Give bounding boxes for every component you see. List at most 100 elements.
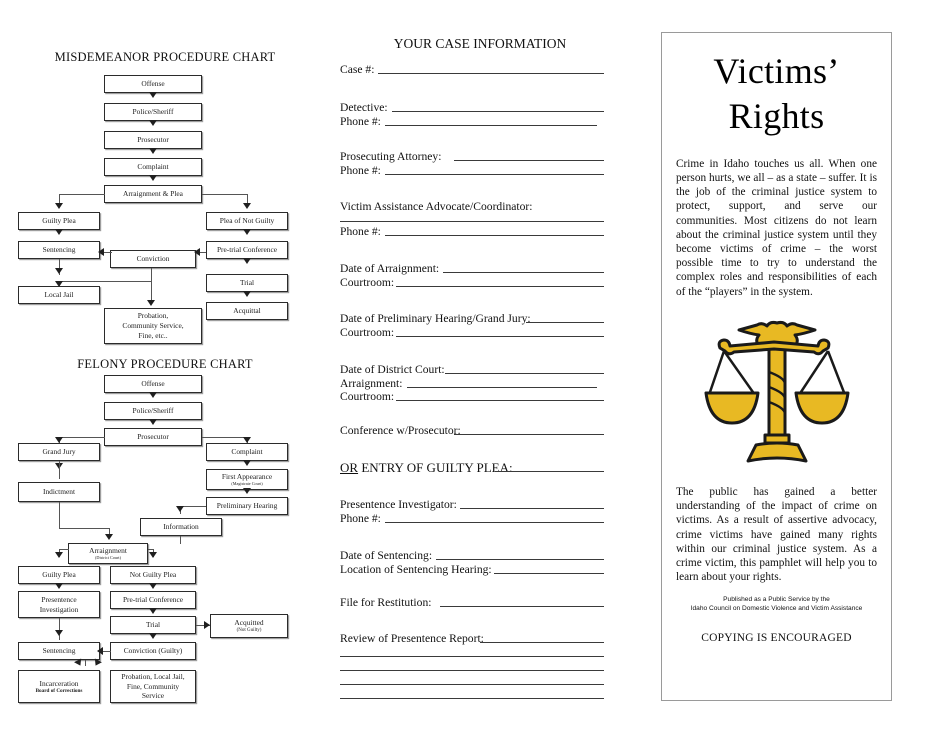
field-blank-line-4[interactable] xyxy=(340,698,604,699)
field-victim-advocate-input[interactable] xyxy=(340,221,604,222)
published-by-line1: Published as a Public Service by the xyxy=(723,596,830,604)
flowbox-f-probation: Probation, Local Jail, Fine, Community S… xyxy=(110,670,196,703)
flowbox-f-first-appearance: First Appearance (Magistrate Court) xyxy=(206,469,288,490)
flowbox-f-acquitted: Acquitted (Not Guilty) xyxy=(210,614,288,638)
copying-encouraged-note: COPYING IS ENCOURAGED xyxy=(701,632,852,645)
flowbox-label: Police/Sheriff xyxy=(132,107,174,117)
flowbox-m-plea-not-guilty: Plea of Not Guilty xyxy=(206,212,288,230)
flowbox-sublabel: Board of Corrections xyxy=(35,687,83,694)
flowbox-label: Conviction (Guilty) xyxy=(123,646,183,656)
felony-chart-title: FELONY PROCEDURE CHART xyxy=(77,357,253,371)
flowbox-f-complaint: Complaint xyxy=(206,443,288,461)
connector-line xyxy=(196,252,206,253)
field-arraignment-courtroom-input[interactable] xyxy=(396,286,604,287)
field-file-restitution-input[interactable] xyxy=(440,606,604,607)
field-date-prelim-input[interactable] xyxy=(526,322,604,323)
connector-line xyxy=(202,437,247,438)
flowbox-label: First Appearance xyxy=(221,472,273,482)
arrow-down-icon xyxy=(243,203,251,209)
field-review-presentence-input[interactable] xyxy=(480,642,604,643)
flowbox-label: Plea of Not Guilty xyxy=(219,216,275,226)
connector-line xyxy=(59,502,60,528)
flowbox-label: Guilty Plea xyxy=(42,216,76,226)
field-district-courtroom-input[interactable] xyxy=(396,400,604,401)
field-detective-input[interactable] xyxy=(392,111,604,112)
field-district-courtroom-label: Courtroom: xyxy=(340,390,395,403)
flowbox-f-preliminary-hearing: Preliminary Hearing xyxy=(206,497,288,515)
flowbox-f-arraignment: Arraignment (District Court) xyxy=(68,543,148,564)
flowbox-f-pretrial: Pre-trial Conference xyxy=(110,591,196,609)
field-prosecutor-phone-label: Phone #: xyxy=(340,164,381,177)
arrow-left-icon xyxy=(98,248,104,256)
connector-line xyxy=(151,268,152,303)
field-date-district-court-input[interactable] xyxy=(445,373,604,374)
or-underlined: OR xyxy=(340,460,359,475)
flowbox-sublabel: (Magistrate Court) xyxy=(231,481,263,487)
field-guilty-plea-entry-input[interactable] xyxy=(495,471,604,472)
arrow-down-icon xyxy=(147,300,155,306)
field-advocate-phone-input[interactable] xyxy=(385,235,604,236)
field-detective-phone-input[interactable] xyxy=(385,125,597,126)
field-case-number-label: Case #: xyxy=(340,63,375,76)
flowbox-label: Probation, Community Service, Fine, etc.… xyxy=(122,311,184,340)
flowbox-label: Guilty Plea xyxy=(42,570,76,580)
flowbox-label: Police/Sheriff xyxy=(132,406,174,416)
field-prosecuting-attorney-input[interactable] xyxy=(454,160,604,161)
flowbox-f-grand-jury: Grand Jury xyxy=(18,443,100,461)
case-information-column: YOUR CASE INFORMATION Case #: Detective:… xyxy=(330,0,650,733)
connector-line xyxy=(59,259,60,275)
flowbox-label: Local Jail xyxy=(44,290,74,300)
arrow-left-icon xyxy=(194,248,200,256)
connector-line xyxy=(196,625,210,626)
flowbox-label: Trial xyxy=(239,278,255,288)
flowbox-label: Information xyxy=(163,522,199,532)
field-victim-advocate-label: Victim Assistance Advocate/Coordinator: xyxy=(340,200,533,213)
flowbox-f-incarceration: Incarceration Board of Corrections xyxy=(18,670,100,703)
field-advocate-phone-label: Phone #: xyxy=(340,225,381,238)
connector-line xyxy=(148,549,153,550)
field-blank-line-3[interactable] xyxy=(340,684,604,685)
field-prelim-courtroom-label: Courtroom: xyxy=(340,326,395,339)
flowbox-f-indictment: Indictment xyxy=(18,482,100,502)
flowbox-f-sentencing: Sentencing xyxy=(18,642,100,660)
field-district-arraignment-input[interactable] xyxy=(407,387,597,388)
scales-of-justice-icon xyxy=(662,317,891,477)
arrow-down-icon xyxy=(149,392,157,398)
field-presentence-investigator-label: Presentence Investigator: xyxy=(340,498,457,511)
flowbox-f-information: Information xyxy=(140,518,222,536)
flowbox-label: Not Guilty Plea xyxy=(129,570,177,580)
flowbox-f-offense: Offense xyxy=(104,375,202,393)
flowbox-label: Complaint xyxy=(231,447,263,457)
flowbox-label: Pre-trial Conference xyxy=(122,595,184,605)
flowbox-m-complaint: Complaint xyxy=(104,158,202,176)
connector-line xyxy=(59,281,151,282)
flowchart-column: MISDEMEANOR PROCEDURE CHART Offense Poli… xyxy=(0,0,330,733)
arrow-down-icon xyxy=(149,608,157,614)
field-investigator-phone-label: Phone #: xyxy=(340,512,381,525)
connector-line xyxy=(104,252,112,253)
flowbox-label: Complaint xyxy=(137,162,169,172)
flowbox-f-police: Police/Sheriff xyxy=(104,402,202,420)
connector-line xyxy=(85,660,86,666)
field-prosecutor-phone-input[interactable] xyxy=(385,174,604,175)
field-case-number-input[interactable] xyxy=(378,73,604,74)
flowbox-label: Trial xyxy=(145,620,161,630)
flowbox-label: Acquitted xyxy=(234,618,264,628)
arrow-down-icon xyxy=(149,175,157,181)
arrow-right-icon xyxy=(204,621,210,629)
field-blank-line-1[interactable] xyxy=(340,656,604,657)
field-prelim-courtroom-input[interactable] xyxy=(396,336,604,337)
field-presentence-investigator-input[interactable] xyxy=(460,508,604,509)
flowbox-m-acquittal: Acquittal xyxy=(206,302,288,320)
field-investigator-phone-input[interactable] xyxy=(385,522,604,523)
field-date-sentencing-input[interactable] xyxy=(436,559,604,560)
flowbox-m-local-jail: Local Jail xyxy=(18,286,100,304)
flowbox-f-trial: Trial xyxy=(110,616,196,634)
field-sentencing-location-input[interactable] xyxy=(494,573,604,574)
field-blank-line-2[interactable] xyxy=(340,670,604,671)
connector-line xyxy=(109,528,110,538)
field-conference-prosecutor-input[interactable] xyxy=(454,434,604,435)
guilty-plea-entry-rest: ENTRY OF GUILTY PLEA: xyxy=(358,460,513,475)
field-date-arraignment-input[interactable] xyxy=(443,272,604,273)
field-prosecuting-attorney-label: Prosecuting Attorney: xyxy=(340,150,442,163)
